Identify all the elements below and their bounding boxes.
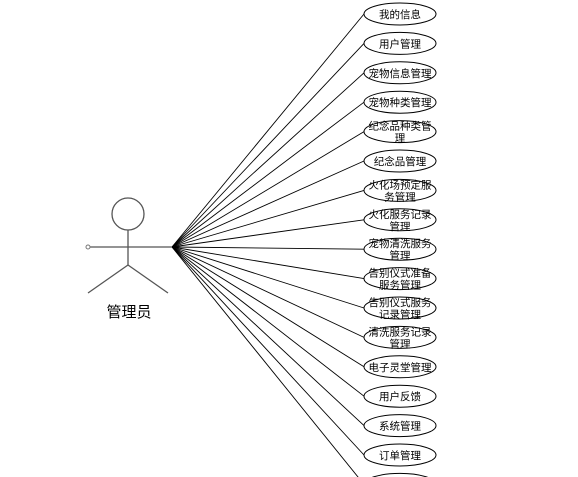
- association-line: [171, 246, 365, 397]
- use-case-ellipse: [363, 325, 437, 349]
- association-line: [171, 246, 365, 338]
- actor-hand-marker: [85, 244, 91, 250]
- use-case: 宠物种类管理: [363, 90, 437, 114]
- use-case-label: 宠物清洗服务: [369, 237, 432, 250]
- use-case-label: 系统管理: [379, 420, 421, 433]
- use-case-label: 清洗服务记录: [369, 325, 432, 338]
- use-case-label: 务管理: [384, 190, 416, 203]
- use-case-ellipse: [363, 355, 437, 379]
- association-line: [171, 43, 365, 248]
- actor-right-leg: [127, 264, 169, 294]
- association-lines: [171, 13, 365, 477]
- use-case-ellipse: [363, 2, 437, 26]
- use-case-label: 纪念品种类管: [369, 120, 432, 133]
- use-case-ellipse: [363, 208, 437, 232]
- use-case: 纪念品管理: [363, 149, 437, 173]
- use-case: 用户反馈: [363, 384, 437, 408]
- use-case-ellipse: [363, 149, 437, 173]
- use-case-ellipse: [363, 296, 437, 320]
- use-case-label: 记录管理: [379, 308, 421, 321]
- use-case: 系统管理: [363, 414, 437, 438]
- use-case-label: 电子灵堂管理: [369, 361, 432, 374]
- use-case: 我的信息: [363, 2, 437, 26]
- use-case: 订单管理: [363, 443, 437, 467]
- use-case-label: 理: [395, 133, 406, 145]
- use-case-ellipse: [363, 31, 437, 55]
- use-case-label: 管理: [390, 220, 411, 233]
- use-case-label: 订单管理: [379, 449, 421, 462]
- use-case: 用户管理: [363, 31, 437, 55]
- association-line: [171, 13, 365, 248]
- use-case-ellipse: [363, 237, 437, 261]
- use-case-ellipse: [371, 472, 429, 477]
- use-case-label: 宠物信息管理: [369, 67, 432, 80]
- use-case-label: 用户管理: [379, 37, 421, 50]
- use-case-list: 我的信息用户管理宠物信息管理宠物种类管理纪念品种类管理纪念品管理火化场预定服务管…: [363, 2, 437, 477]
- association-line: [171, 246, 365, 456]
- association-line: [171, 219, 365, 248]
- use-case-ellipse: [363, 267, 437, 291]
- actor-head: [111, 197, 145, 231]
- use-case-label: 告别仪式准备: [369, 267, 432, 280]
- association-line: [171, 189, 365, 248]
- use-case-label: 用户反馈: [379, 390, 421, 403]
- association-line: [171, 72, 365, 248]
- use-case-ellipse: [363, 443, 437, 467]
- association-line: [171, 246, 365, 280]
- use-case-ellipse: [363, 90, 437, 114]
- use-case-ellipse: [363, 61, 437, 85]
- use-case-label: 服务管理: [379, 279, 421, 292]
- use-case: 墓地管理: [371, 472, 429, 477]
- actor-left-leg: [87, 264, 129, 294]
- use-case-ellipse: [363, 384, 437, 408]
- actor-admin: 管理员: [85, 197, 172, 321]
- association-line: [171, 131, 365, 248]
- use-case-label: 我的信息: [379, 8, 421, 21]
- association-line: [171, 160, 365, 248]
- use-case-ellipse: [363, 178, 437, 202]
- use-case-ellipse: [363, 414, 437, 438]
- association-line: [171, 246, 359, 477]
- association-line: [171, 246, 365, 309]
- use-case: 电子灵堂管理: [363, 355, 437, 379]
- use-case-label: 告别仪式服务: [369, 296, 432, 309]
- association-line: [171, 246, 365, 250]
- association-line: [171, 246, 365, 426]
- use-case-label: 宠物种类管理: [369, 96, 432, 109]
- actor-label: 管理员: [106, 303, 151, 321]
- use-case-label: 纪念品管理: [374, 155, 427, 168]
- use-case-label: 管理: [390, 249, 411, 262]
- use-case-label: 火化场预定服: [369, 178, 432, 191]
- association-line: [171, 101, 365, 248]
- use-case-ellipse: [363, 120, 437, 144]
- use-case-label: 火化服务记录: [369, 208, 432, 221]
- use-case-label: 管理: [390, 337, 411, 350]
- use-case: 宠物信息管理: [363, 61, 437, 85]
- association-line: [171, 246, 365, 368]
